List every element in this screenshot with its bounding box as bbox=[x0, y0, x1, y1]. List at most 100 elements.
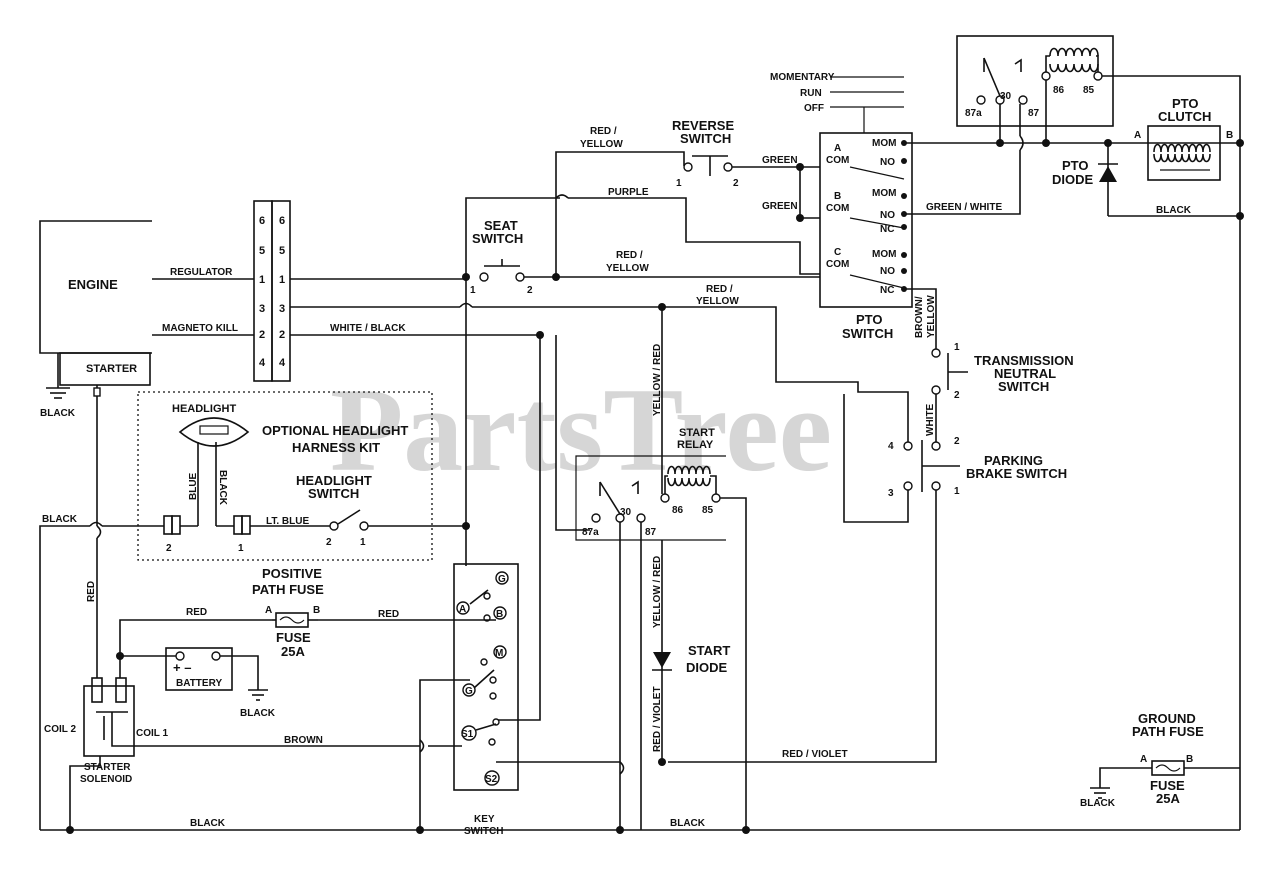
svg-text:85: 85 bbox=[702, 505, 714, 516]
svg-text:SWITCH: SWITCH bbox=[308, 486, 359, 501]
svg-text:BLACK: BLACK bbox=[240, 708, 276, 719]
svg-text:86: 86 bbox=[1053, 85, 1065, 96]
svg-text:A: A bbox=[1140, 754, 1147, 765]
purple-label: PURPLE bbox=[608, 187, 649, 198]
svg-text:NO: NO bbox=[880, 210, 895, 221]
svg-text:PATH FUSE: PATH FUSE bbox=[1132, 724, 1204, 739]
svg-text:25A: 25A bbox=[281, 644, 305, 659]
svg-text:2: 2 bbox=[954, 436, 960, 447]
svg-text:1: 1 bbox=[954, 342, 960, 353]
svg-text:LT. BLUE: LT. BLUE bbox=[266, 516, 309, 527]
svg-text:RED / VIOLET: RED / VIOLET bbox=[652, 686, 663, 752]
svg-text:POSITIVE: POSITIVE bbox=[262, 566, 322, 581]
svg-text:MOM: MOM bbox=[872, 188, 896, 199]
svg-text:REVERSE: REVERSE bbox=[672, 118, 734, 133]
watermark: PartsTree bbox=[330, 363, 832, 496]
svg-text:NC: NC bbox=[880, 285, 894, 296]
svg-text:1: 1 bbox=[470, 285, 476, 296]
svg-text:6: 6 bbox=[259, 215, 265, 227]
svg-text:1: 1 bbox=[676, 178, 682, 189]
svg-text:COM: COM bbox=[826, 155, 849, 166]
svg-text:2: 2 bbox=[259, 329, 265, 341]
svg-text:B: B bbox=[496, 609, 503, 620]
svg-text:NO: NO bbox=[880, 157, 895, 168]
svg-text:PTO: PTO bbox=[1172, 96, 1199, 111]
svg-text:PARKING: PARKING bbox=[984, 453, 1043, 468]
svg-text:HEADLIGHT: HEADLIGHT bbox=[296, 473, 372, 488]
svg-text:BLUE: BLUE bbox=[188, 472, 199, 500]
svg-text:1: 1 bbox=[259, 274, 265, 286]
svg-text:BLACK: BLACK bbox=[670, 818, 706, 829]
engine-connector: 6 6 5 5 1 1 3 3 2 2 4 4 bbox=[253, 200, 291, 382]
svg-text:BLACK: BLACK bbox=[1156, 205, 1192, 216]
svg-text:A: A bbox=[834, 143, 841, 154]
svg-text:START: START bbox=[679, 427, 715, 439]
svg-text:KEY: KEY bbox=[474, 814, 495, 825]
svg-text:FUSE: FUSE bbox=[276, 630, 311, 645]
svg-text:A: A bbox=[265, 605, 272, 616]
svg-text:TRANSMISSION: TRANSMISSION bbox=[974, 353, 1074, 368]
svg-text:SOLENOID: SOLENOID bbox=[80, 774, 132, 785]
svg-text:SEAT: SEAT bbox=[484, 218, 518, 233]
svg-text:B: B bbox=[1186, 754, 1193, 765]
svg-text:YELLOW: YELLOW bbox=[606, 263, 649, 274]
svg-text:2: 2 bbox=[733, 178, 739, 189]
svg-text:RED: RED bbox=[86, 581, 97, 602]
svg-text:YELLOW: YELLOW bbox=[926, 295, 937, 338]
regulator-label: REGULATOR bbox=[170, 267, 233, 278]
svg-text:PTO: PTO bbox=[1062, 158, 1089, 173]
svg-text:2: 2 bbox=[326, 537, 332, 548]
svg-text:COIL 1: COIL 1 bbox=[136, 728, 168, 739]
svg-text:RED: RED bbox=[378, 609, 399, 620]
svg-text:COIL 2: COIL 2 bbox=[44, 724, 76, 735]
svg-text:MOMENTARY: MOMENTARY bbox=[770, 72, 835, 83]
svg-text:RED /: RED / bbox=[590, 126, 617, 137]
svg-text:87a: 87a bbox=[582, 527, 599, 538]
svg-text:START: START bbox=[688, 643, 730, 658]
svg-text:87a: 87a bbox=[965, 108, 982, 119]
svg-text:B: B bbox=[834, 191, 841, 202]
svg-text:NO: NO bbox=[880, 266, 895, 277]
svg-text:STARTER: STARTER bbox=[84, 762, 131, 773]
magneto-kill-label: MAGNETO KILL bbox=[162, 323, 238, 334]
svg-text:85: 85 bbox=[1083, 85, 1095, 96]
ground-path-fuse: GROUND PATH FUSE A B FUSE 25A BLACK bbox=[1080, 711, 1204, 809]
svg-text:WHITE / BLACK: WHITE / BLACK bbox=[330, 323, 406, 334]
svg-text:3: 3 bbox=[259, 303, 265, 315]
svg-text:FUSE: FUSE bbox=[1150, 778, 1185, 793]
svg-text:GREEN: GREEN bbox=[762, 201, 798, 212]
svg-text:B: B bbox=[313, 605, 320, 616]
positive-path-fuse: POSITIVE PATH FUSE A B FUSE 25A bbox=[252, 566, 324, 659]
svg-text:30: 30 bbox=[620, 507, 632, 518]
svg-text:BLACK: BLACK bbox=[190, 818, 226, 829]
key-switch: G A B M G S1 S2 KEY SWITCH bbox=[453, 563, 519, 837]
svg-text:PTO: PTO bbox=[856, 312, 883, 327]
svg-text:OPTIONAL HEADLIGHT: OPTIONAL HEADLIGHT bbox=[262, 423, 408, 438]
svg-text:1: 1 bbox=[360, 537, 366, 548]
svg-text:BLACK: BLACK bbox=[42, 514, 78, 525]
engine-ground-label: BLACK bbox=[40, 408, 76, 419]
optional-headlight-harness-kit: HEADLIGHT BLUE BLACK OPTIONAL HEADLIGHT … bbox=[137, 391, 433, 561]
svg-text:YELLOW / RED: YELLOW / RED bbox=[652, 556, 663, 628]
svg-text:SWITCH: SWITCH bbox=[998, 379, 1049, 394]
parking-brake-switch: 4 2 3 1 PARKING BRAKE SWITCH bbox=[888, 436, 1067, 499]
svg-text:2: 2 bbox=[527, 285, 533, 296]
start-relay: 87a 30 87 86 85 START RELAY bbox=[575, 427, 726, 541]
seat-switch: SEAT SWITCH 1 2 bbox=[470, 218, 533, 296]
svg-text:SWITCH: SWITCH bbox=[680, 131, 731, 146]
svg-text:2: 2 bbox=[954, 390, 960, 401]
svg-text:RED /: RED / bbox=[616, 250, 643, 261]
svg-text:GROUND: GROUND bbox=[1138, 711, 1196, 726]
svg-text:COM: COM bbox=[826, 259, 849, 270]
svg-text:YELLOW: YELLOW bbox=[696, 296, 739, 307]
svg-text:G: G bbox=[498, 574, 506, 585]
svg-text:C: C bbox=[834, 247, 841, 258]
svg-text:6: 6 bbox=[279, 215, 285, 227]
svg-text:4: 4 bbox=[888, 441, 894, 452]
svg-text:M: M bbox=[495, 648, 503, 659]
svg-text:NEUTRAL: NEUTRAL bbox=[994, 366, 1056, 381]
svg-text:4: 4 bbox=[259, 357, 266, 369]
svg-text:1: 1 bbox=[954, 486, 960, 497]
svg-text:GREEN: GREEN bbox=[762, 155, 798, 166]
svg-text:2: 2 bbox=[279, 329, 285, 341]
